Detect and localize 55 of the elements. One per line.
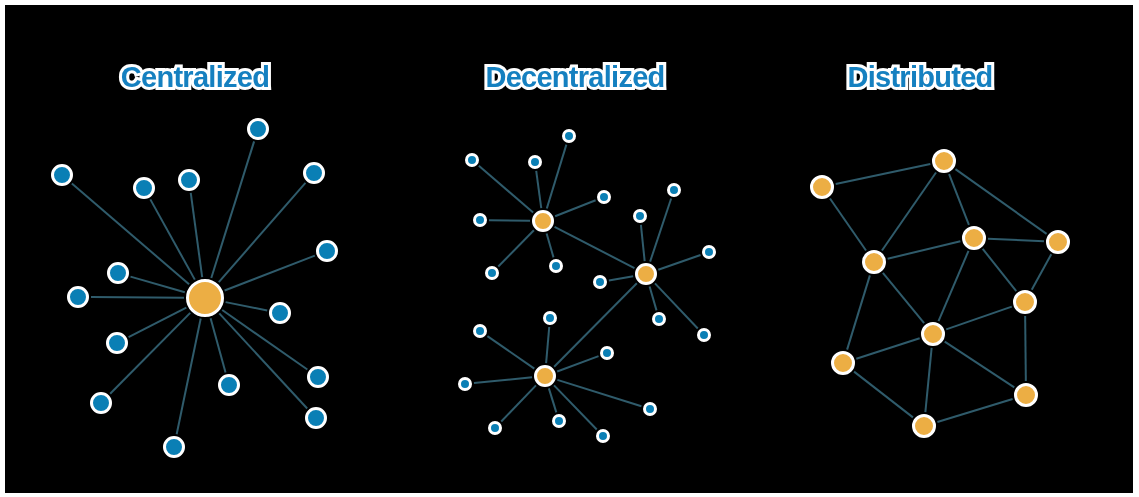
connector-line	[497, 229, 535, 268]
connector-line	[607, 275, 635, 282]
connector-line	[500, 384, 537, 423]
connector-line	[477, 164, 535, 214]
connector-line	[936, 398, 1014, 423]
connector-line	[855, 337, 921, 360]
connector-line	[149, 198, 196, 281]
connector-line	[109, 311, 192, 395]
section-title: Distributed	[847, 60, 993, 95]
connector-line	[834, 162, 932, 186]
connector-line	[486, 335, 536, 370]
connector-line	[981, 247, 1018, 293]
connector-line	[987, 237, 1045, 243]
connector-line	[472, 376, 534, 385]
connector-line	[943, 340, 1016, 389]
connector-line	[954, 168, 1048, 235]
connector-line	[90, 296, 185, 299]
connector-line	[649, 197, 673, 263]
connector-line	[210, 140, 256, 279]
connector-line	[553, 384, 598, 431]
connector-line	[653, 282, 699, 330]
connector-line	[937, 249, 970, 323]
connector-line	[553, 282, 638, 368]
connector-line	[175, 317, 202, 436]
connector-line	[547, 387, 558, 414]
connector-line	[639, 223, 646, 263]
connector-line	[648, 285, 658, 312]
connector-line	[545, 325, 551, 365]
connector-line	[224, 301, 269, 312]
connector-line	[1030, 253, 1053, 291]
connector-line	[127, 306, 188, 339]
connector-line	[189, 191, 204, 279]
connector-line	[545, 143, 568, 210]
section-title: Centralized	[120, 60, 270, 95]
connector-line	[545, 232, 555, 259]
connector-line	[554, 199, 597, 218]
connector-line	[945, 305, 1013, 331]
connector-line	[556, 355, 600, 373]
connector-line	[886, 240, 962, 260]
connector-line	[853, 370, 914, 419]
connector-line	[209, 317, 227, 374]
connector-line	[129, 275, 186, 294]
connector-line	[948, 173, 970, 226]
connector-line	[223, 254, 316, 292]
connector-line	[881, 271, 926, 325]
connector-line	[535, 169, 543, 210]
connector-line	[880, 171, 938, 252]
section-title: Decentralized	[485, 60, 665, 95]
connector-line	[657, 253, 702, 271]
connector-line	[488, 219, 531, 222]
connector-line	[829, 197, 867, 252]
connector-line	[556, 378, 643, 408]
connector-line	[1024, 315, 1027, 382]
connector-line	[553, 225, 636, 270]
connector-line	[924, 346, 933, 414]
